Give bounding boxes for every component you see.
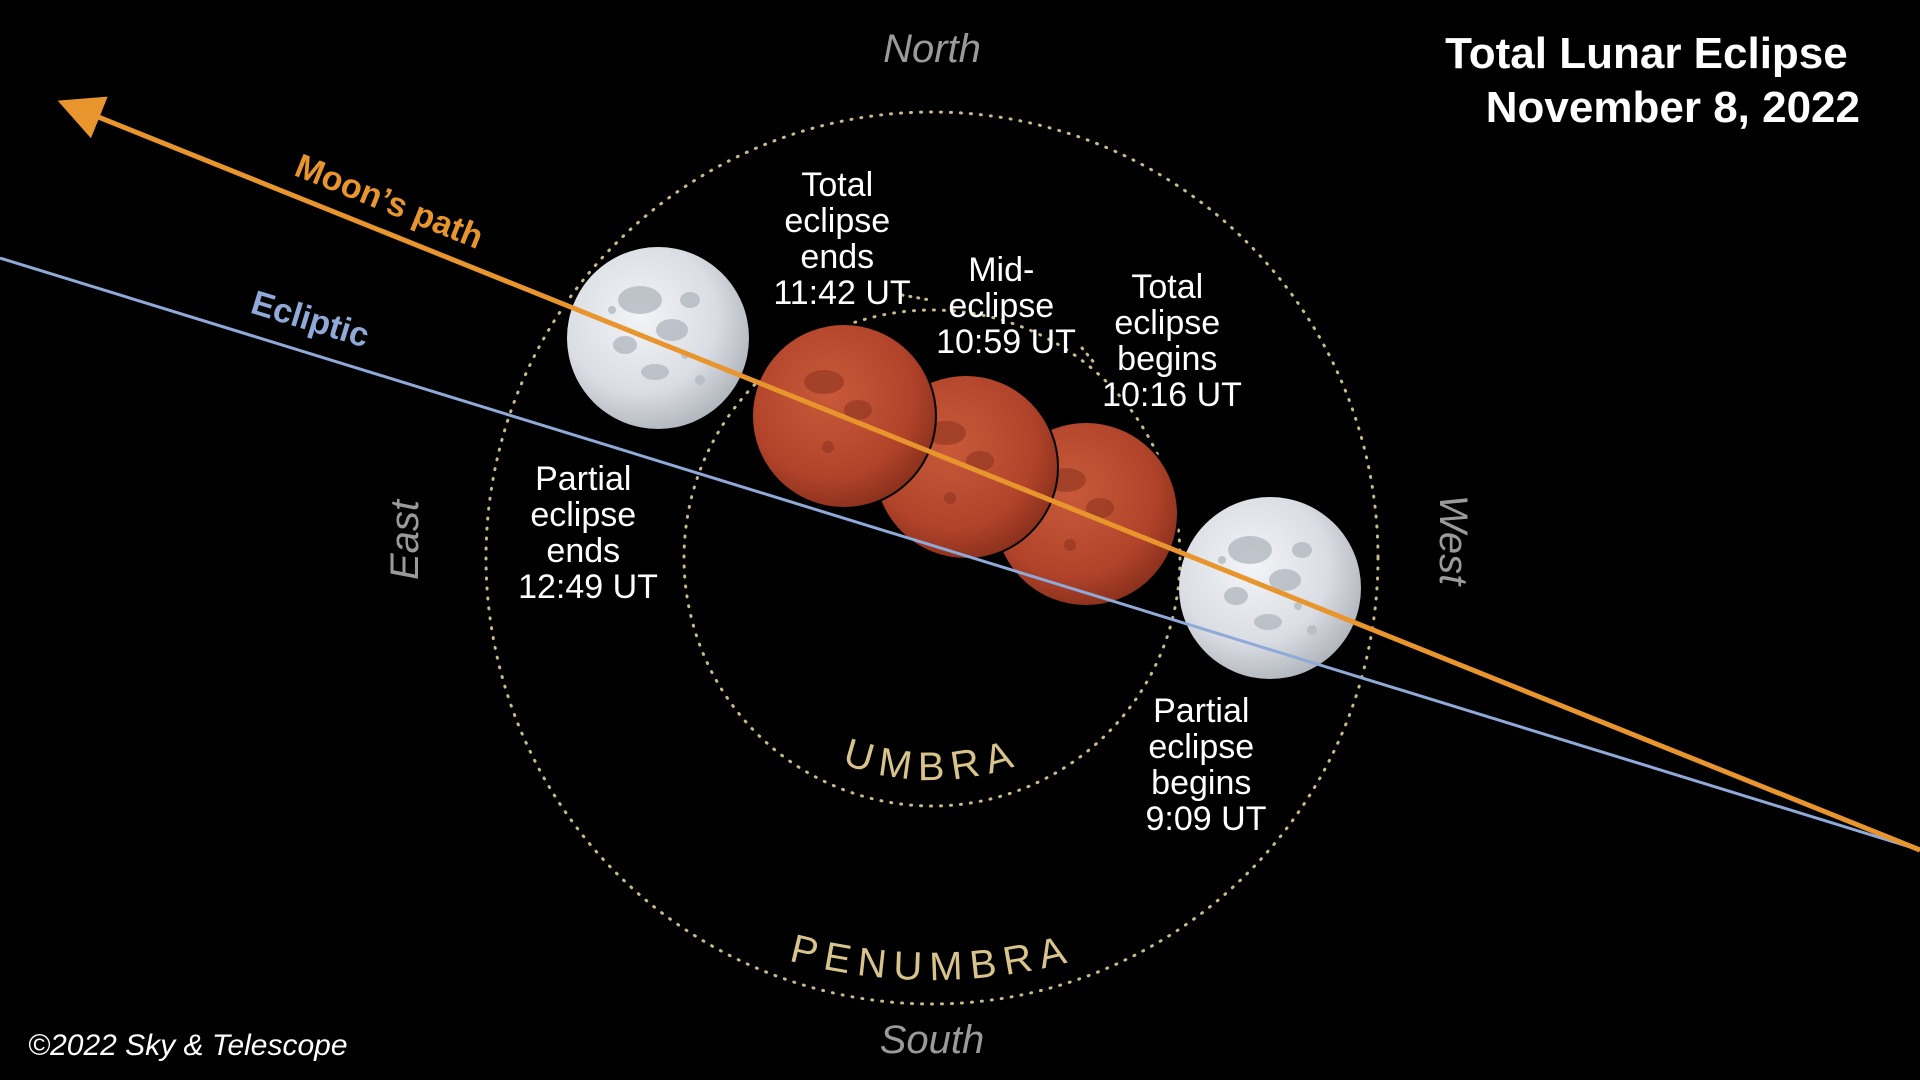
label-partial-ends: Partial eclipse ends 12:49 UT [518,460,658,606]
south-label: South [880,1018,985,1062]
north-label: North [883,27,981,71]
moon-partial-ends [567,247,749,429]
leader-total-ends [900,293,932,302]
copyright-credit: ©2022 Sky & Telescope [28,1029,348,1062]
penumbra-outline [484,110,1380,1006]
label-mid-eclipse: Mid- eclipse 10:59 UT [936,251,1076,361]
label-total-begins: Total eclipse begins 10:16 UT [1102,268,1242,414]
label-total-ends: Total eclipse ends 11:42 UT [773,166,910,312]
leader-total-begins [1080,346,1098,367]
diagram-title: Total Lunar Eclipse November 8, 2022 [1445,29,1860,132]
label-partial-begins: Partial eclipse begins 9:09 UT [1146,692,1267,838]
west-label: West [1431,495,1475,587]
ecliptic-line [0,256,1920,852]
east-label: East [383,498,427,580]
umbra-outline [682,308,1182,808]
moon-path-line [57,96,1920,853]
